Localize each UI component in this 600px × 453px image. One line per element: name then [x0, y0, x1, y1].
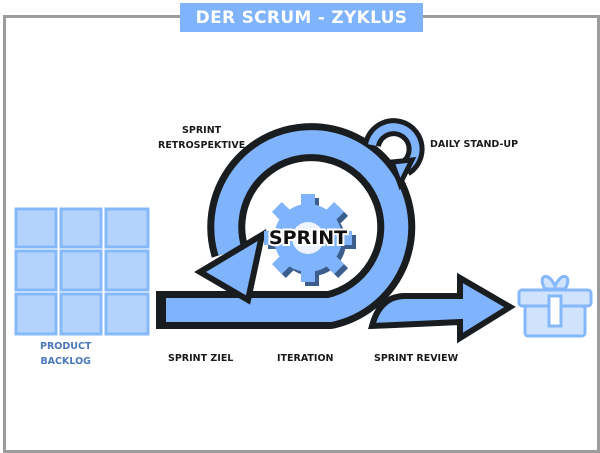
sprint-label: SPRINT [269, 227, 347, 249]
sprint-retrospective-label: SPRINT RETROSPEKTIVE [158, 123, 245, 153]
backlog-item [104, 292, 150, 336]
sprint-review-label: SPRINT REVIEW [374, 353, 459, 364]
sprint-loop-arrow [156, 123, 416, 329]
daily-arrowhead [388, 157, 417, 191]
sprint-retro-line1: SPRINT [182, 125, 222, 136]
backlog-item [59, 207, 103, 249]
backlog-item [59, 249, 103, 292]
review-arrow [368, 272, 516, 344]
product-backlog-label-line2: BACKLOG [40, 356, 91, 367]
backlog-item [104, 249, 150, 292]
title-banner: DER SCRUM - ZYKLUS [180, 3, 423, 32]
loop-arrowhead [194, 228, 267, 305]
diagram-title: DER SCRUM - ZYKLUS [195, 7, 408, 28]
backlog-grid-icon [14, 207, 150, 336]
backlog-item [104, 207, 150, 249]
backlog-item [59, 292, 103, 336]
daily-standup-label: DAILY STAND-UP [430, 139, 519, 150]
sprint-ziel-label: SPRINT ZIEL [168, 353, 234, 364]
product-backlog-label: PRODUCT BACKLOG [40, 339, 91, 369]
backlog-item [14, 207, 58, 249]
iteration-label: ITERATION [277, 353, 334, 364]
backlog-item [14, 292, 58, 336]
gift-icon [517, 274, 593, 338]
backlog-item [14, 249, 58, 292]
sprint-retro-line2: RETROSPEKTIVE [158, 140, 246, 151]
product-backlog-label-line1: PRODUCT [40, 341, 92, 352]
daily-loop-arrow [363, 118, 425, 191]
